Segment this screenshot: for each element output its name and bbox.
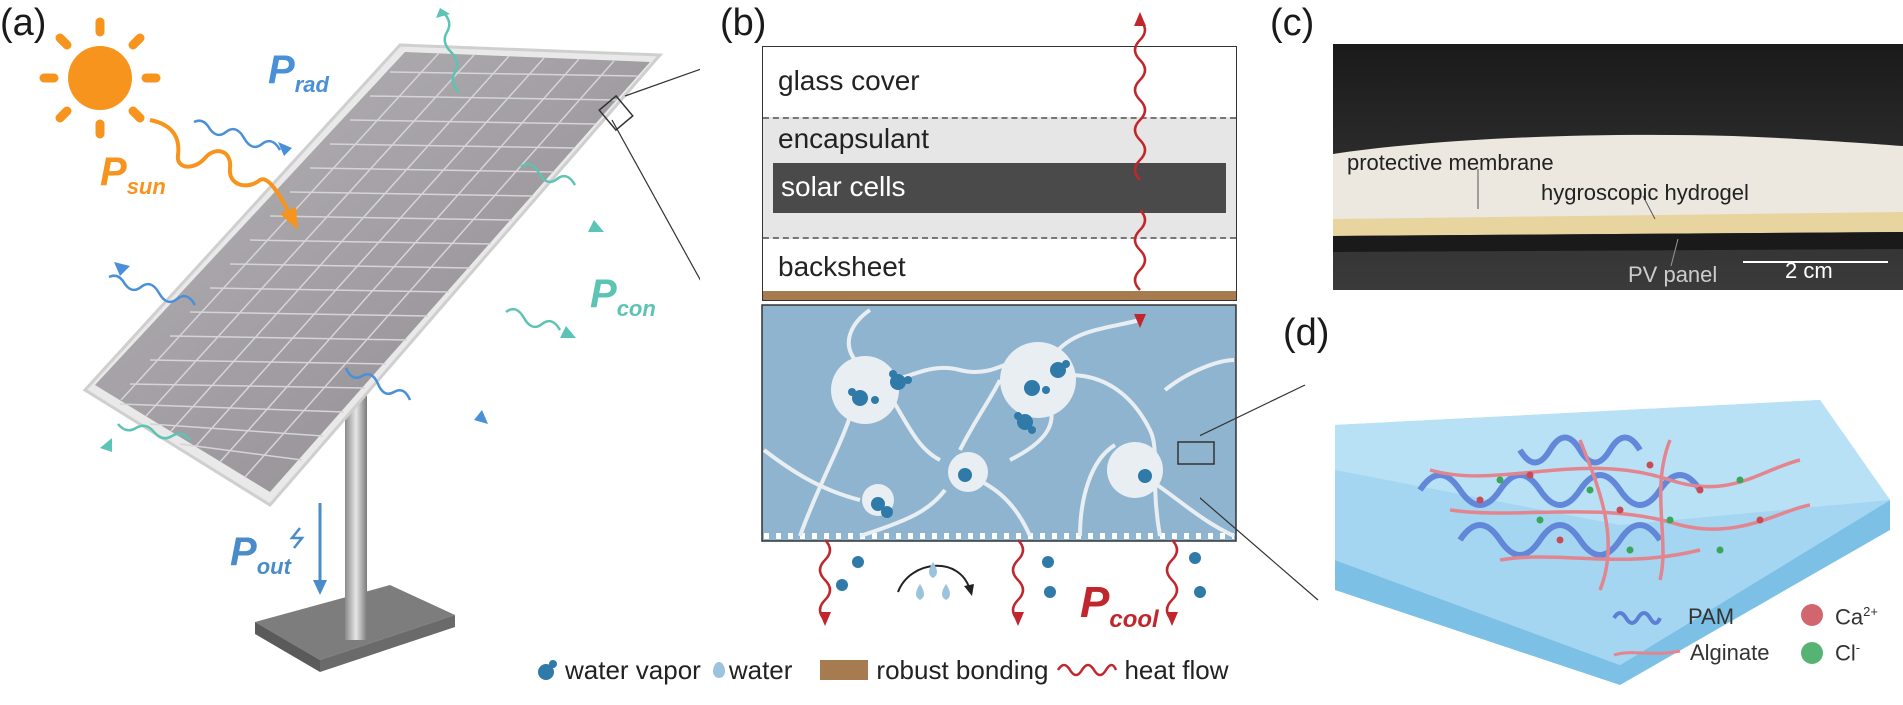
glass-cover-label: glass cover	[778, 65, 920, 96]
panel-face	[95, 52, 650, 492]
zoom-box-hydrogel	[1177, 441, 1215, 465]
zoom-box-panel	[598, 94, 634, 132]
hydrogel-layer	[761, 304, 1237, 626]
panel-c-tag: (c)	[1270, 2, 1315, 44]
legend-robust-bonding: robust bonding	[876, 654, 1049, 685]
alginate-icon	[1613, 649, 1681, 657]
p-sun-label: Psun	[100, 150, 166, 199]
sun-icon	[39, 17, 161, 139]
water-drop-icon	[712, 662, 725, 678]
panel-d-tag: (d)	[1283, 312, 1330, 354]
pam-label: PAM	[1688, 604, 1735, 629]
encapsulant-layer: encapsulant solar cells	[763, 117, 1236, 239]
legend: water vapor water robust bonding heat fl…	[535, 652, 1229, 688]
sun-wave-arrow	[149, 118, 292, 216]
bonding-swatch-icon	[820, 660, 869, 680]
water-vapor-icon	[535, 660, 561, 680]
lightning-icon	[289, 527, 305, 549]
hygroscopic-hydrogel-label: hygroscopic hydrogel	[1541, 180, 1749, 205]
panel-a-tag: (a)	[0, 2, 47, 44]
ca-label: Ca2+	[1835, 604, 1878, 630]
pam-icon	[1612, 611, 1662, 625]
legend-water: water	[728, 654, 793, 685]
heat-flow-icon	[1057, 663, 1118, 677]
layer-stack: glass cover encapsulant solar cells back…	[762, 46, 1237, 301]
alginate-label: Alginate	[1690, 640, 1770, 665]
pv-panel-label: PV panel	[1628, 262, 1718, 287]
protective-membrane-label: protective membrane	[1347, 150, 1554, 175]
backsheet-layer: backsheet	[763, 239, 1236, 291]
stand-pole	[345, 395, 367, 640]
panel-b-tag: (b)	[720, 2, 767, 44]
cl-ion-icon	[1801, 642, 1823, 664]
heat-flow-through-layers	[1133, 12, 1147, 328]
cl-label: Cl-	[1835, 640, 1861, 666]
encapsulant-label: encapsulant	[778, 123, 930, 154]
solar-cells-label: solar cells	[781, 171, 906, 202]
p-con-label: Pcon	[590, 272, 656, 321]
solar-cells-layer: solar cells	[773, 163, 1226, 213]
scale-bar-label: 2 cm	[1785, 258, 1833, 283]
robust-bonding-layer	[763, 291, 1236, 300]
glass-cover-layer: glass cover	[763, 47, 1236, 117]
p-cool-label: Pcool	[1080, 578, 1159, 633]
photo-pv-panel: protective membrane hygroscopic hydrogel…	[1333, 44, 1903, 290]
backsheet-label: backsheet	[778, 251, 906, 282]
water-molecules	[848, 360, 1152, 518]
legend-water-vapor: water vapor	[565, 654, 701, 685]
solar-panel-illustration	[39, 8, 700, 672]
legend-heat-flow: heat flow	[1124, 654, 1229, 685]
p-rad-label: Prad	[268, 48, 329, 97]
ca-ion-icon	[1801, 604, 1823, 626]
hydrogel-network-3d	[1200, 384, 1890, 685]
p-out-label: Pout	[230, 530, 291, 579]
